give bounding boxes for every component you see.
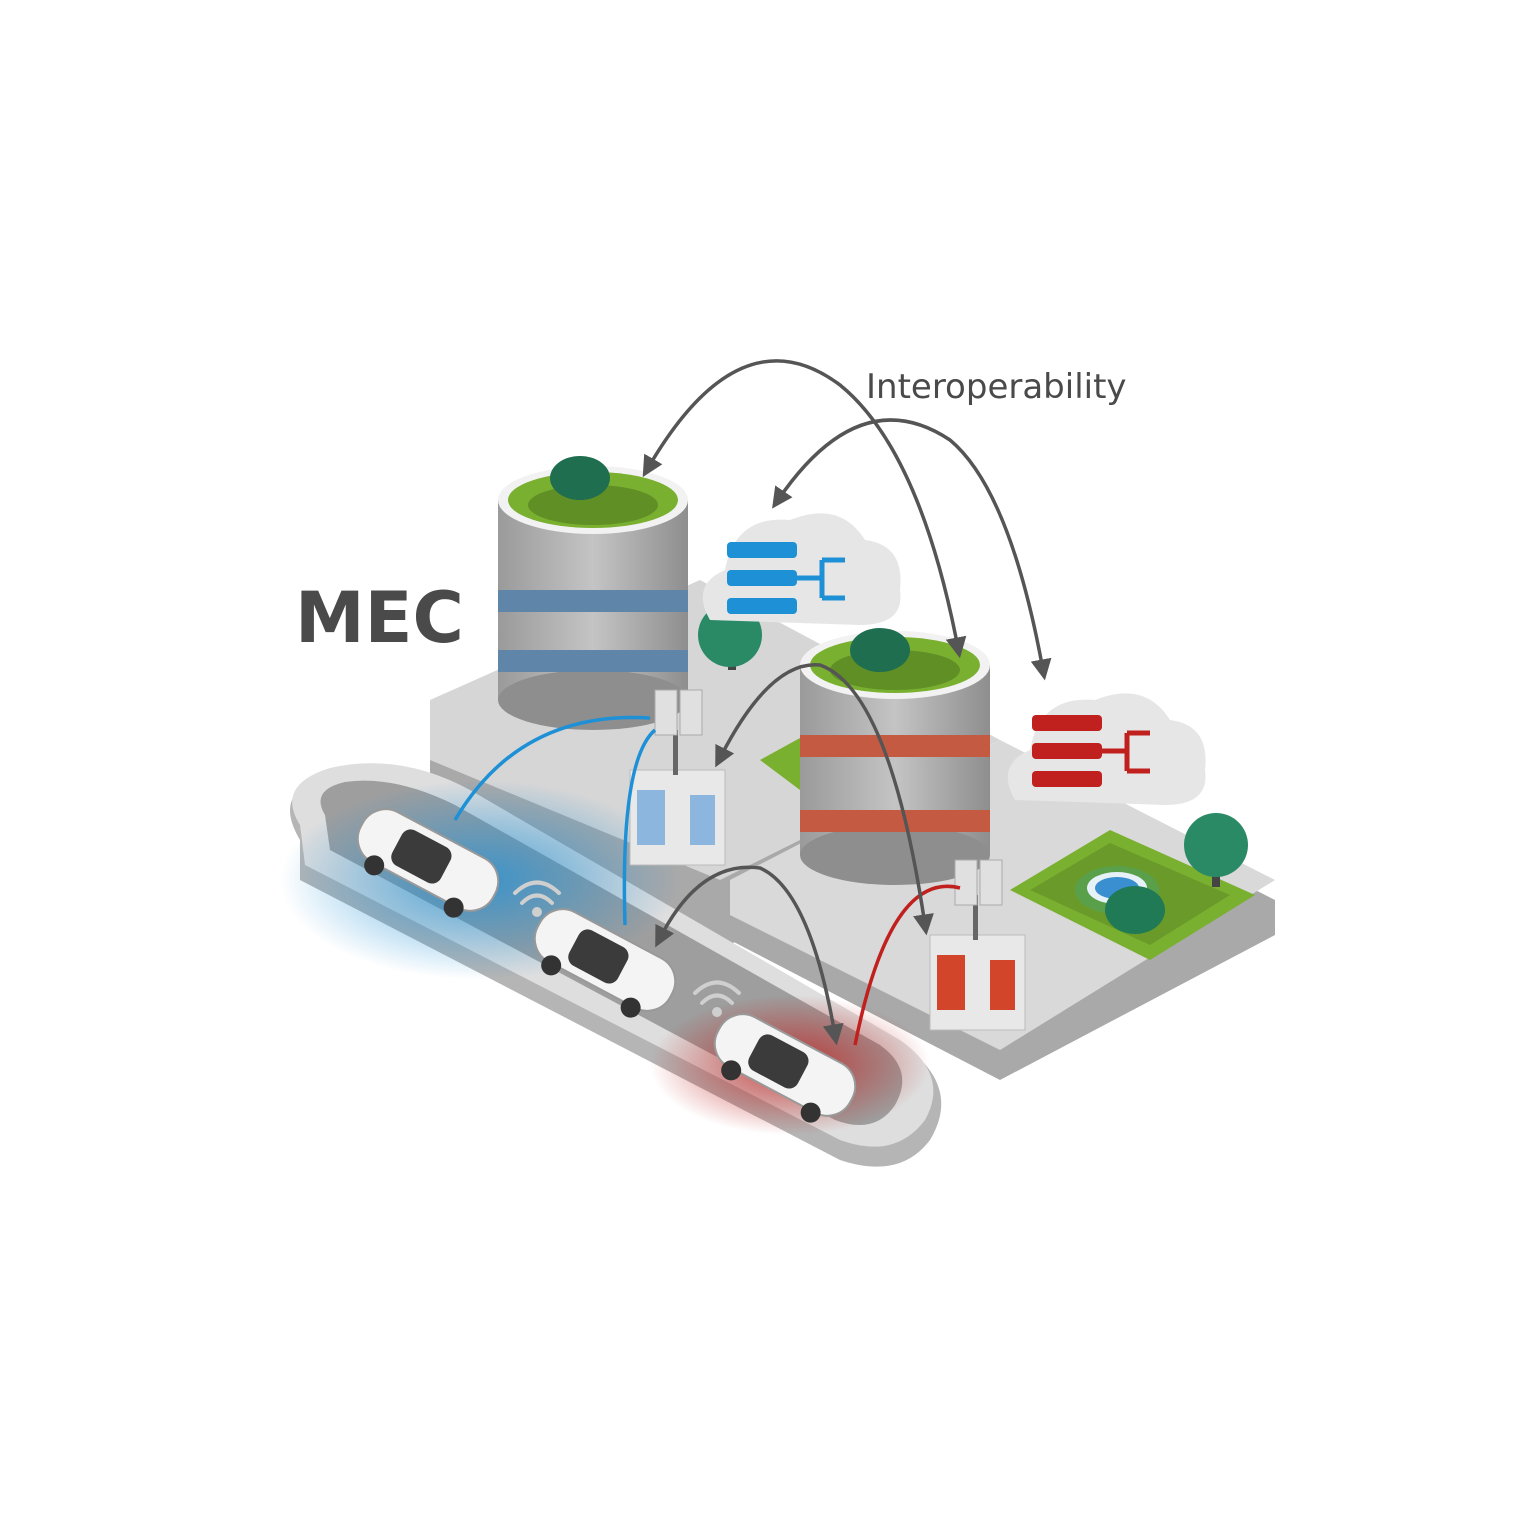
server-cloud-icon (1008, 693, 1206, 805)
mec-cylinder-blue (498, 456, 688, 730)
mec-label: MEC (295, 577, 464, 659)
interoperability-label: Interoperability (866, 367, 1127, 407)
server-cloud-icon (703, 513, 901, 625)
mec-cylinder-red (800, 628, 990, 885)
